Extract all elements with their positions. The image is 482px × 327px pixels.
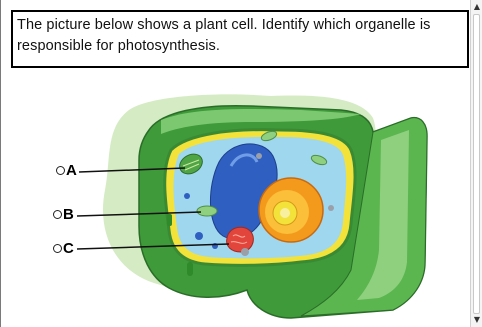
vesicle bbox=[328, 205, 334, 211]
option-a[interactable]: A bbox=[56, 162, 77, 179]
scroll-down-icon[interactable]: ▼ bbox=[472, 315, 482, 325]
option-c[interactable]: C bbox=[53, 240, 74, 257]
mitochondrion bbox=[227, 227, 254, 252]
vesicle bbox=[256, 153, 262, 159]
scroll-thumb[interactable] bbox=[473, 14, 480, 314]
question-prompt: The picture below shows a plant cell. Id… bbox=[11, 10, 469, 68]
vesicle bbox=[195, 232, 203, 240]
vesicle bbox=[241, 248, 249, 256]
scroll-up-icon[interactable]: ▲ bbox=[472, 2, 482, 12]
option-b[interactable]: B bbox=[53, 206, 74, 223]
option-c-label: C bbox=[63, 240, 74, 257]
vesicle bbox=[184, 193, 190, 199]
radio-option-c[interactable] bbox=[53, 244, 62, 253]
radio-option-b[interactable] bbox=[53, 210, 62, 219]
pore bbox=[187, 262, 193, 276]
option-b-label: B bbox=[63, 206, 74, 223]
vertical-scrollbar[interactable]: ▲ ▼ bbox=[470, 0, 482, 327]
pore bbox=[167, 214, 172, 226]
plant-cell-diagram bbox=[1, 70, 471, 327]
chloroplast-b bbox=[197, 206, 217, 216]
nucleolus-center bbox=[280, 208, 290, 218]
question-text-line-1: The picture below shows a plant cell. Id… bbox=[17, 15, 463, 36]
radio-option-a[interactable] bbox=[56, 166, 65, 175]
option-a-label: A bbox=[66, 162, 77, 179]
question-text-line-2: responsible for photosynthesis. bbox=[17, 36, 463, 57]
